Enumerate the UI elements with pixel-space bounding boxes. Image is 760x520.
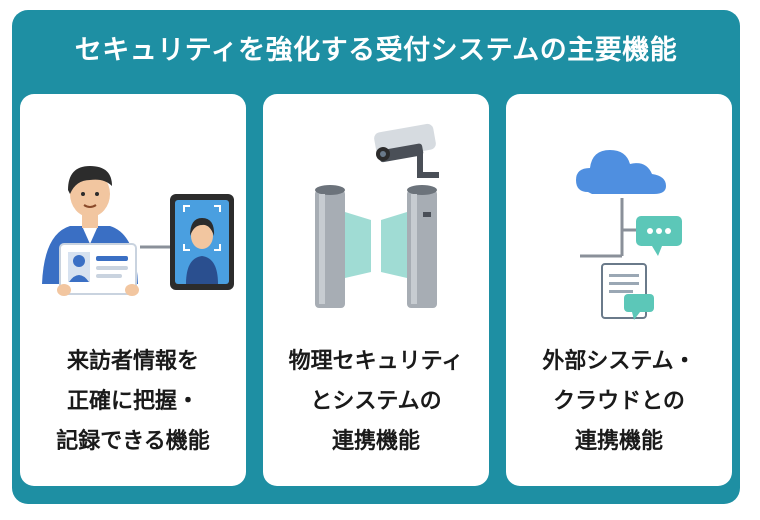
feature-card-physical-security: 物理セキュリティ とシステムの 連携機能 xyxy=(263,94,489,486)
label-line: とシステムの xyxy=(310,389,442,414)
chat-bubble-icon xyxy=(636,216,682,256)
visitor-illustration xyxy=(42,166,234,296)
security-camera-icon xyxy=(374,123,439,178)
label-line: 記録できる機能 xyxy=(56,429,210,454)
cloud-illustration xyxy=(576,150,682,320)
label-line: 物理セキュリティ xyxy=(288,349,464,374)
label-line: クラウドとの xyxy=(553,389,685,414)
security-gate-icon xyxy=(315,185,437,308)
visitor-with-id-card-icon xyxy=(42,166,139,296)
label-line: 正確に把握・ xyxy=(66,389,199,414)
page-title: セキュリティを強化する受付システムの主要機能 xyxy=(74,35,678,66)
feature-panel: セキュリティを強化する受付システムの主要機能 xyxy=(12,10,740,504)
security-illustration xyxy=(315,123,439,308)
label-line: 連携機能 xyxy=(331,429,420,454)
feature-card-cloud: 外部システム・ クラウドとの 連携機能 xyxy=(506,94,732,486)
tablet-face-recognition-icon xyxy=(170,194,234,290)
document-icon xyxy=(601,263,654,320)
feature-card-label: 外部システム・ クラウドとの 連携機能 xyxy=(506,342,732,462)
feature-card-label: 来訪者情報を 正確に把握・ 記録できる機能 xyxy=(20,342,246,462)
label-line: 来訪者情報を xyxy=(66,349,199,374)
label-line: 外部システム・ xyxy=(542,349,696,374)
cloud-icon xyxy=(576,150,666,194)
label-line: 連携機能 xyxy=(574,429,663,454)
feature-card-label: 物理セキュリティ とシステムの 連携機能 xyxy=(263,342,489,462)
feature-card-visitor-info: 来訪者情報を 正確に把握・ 記録できる機能 xyxy=(20,94,246,486)
